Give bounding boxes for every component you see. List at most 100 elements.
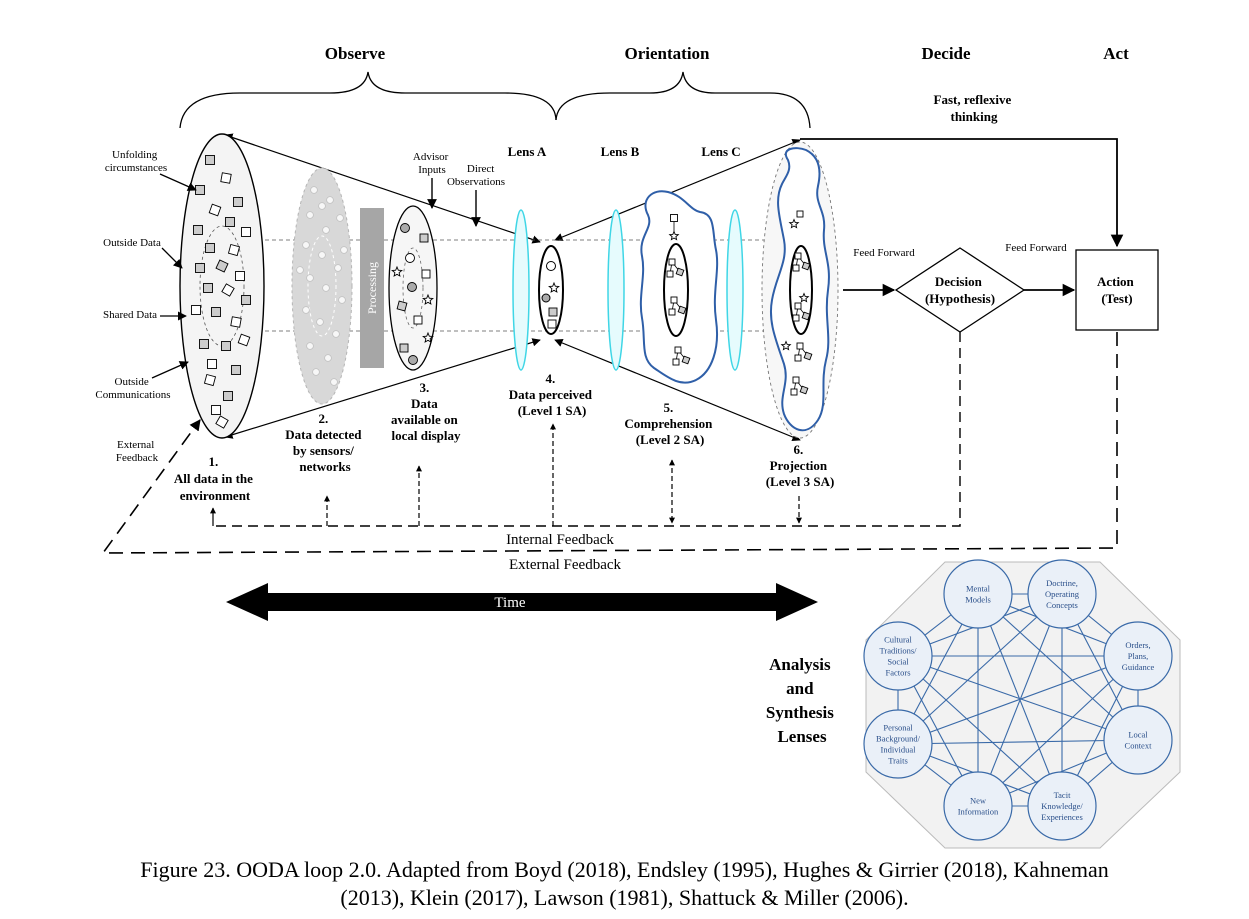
lens-node-line: Operating [1045, 589, 1080, 599]
data-square [666, 270, 674, 278]
lens-node-line: Mental [966, 584, 991, 594]
data-square [803, 351, 813, 361]
sensor-inner-ellipse [307, 235, 337, 337]
sensor-items [296, 186, 348, 386]
lens-node-line: Information [958, 807, 999, 817]
sensor-dot [326, 196, 334, 204]
lens-a-label: Lens A [508, 144, 547, 159]
lens-node [863, 621, 933, 691]
data-square [792, 314, 800, 322]
lens-node [1103, 621, 1173, 691]
lens-c [726, 209, 744, 371]
lens-node-line: Models [965, 595, 991, 605]
data-square [195, 263, 205, 273]
data-square [548, 307, 558, 317]
sensor-dot [338, 296, 346, 304]
lens-node-line: Concepts [1046, 600, 1078, 610]
data-square [794, 252, 802, 260]
sensor-dot [340, 246, 348, 254]
data-square [211, 307, 221, 317]
data-square [413, 315, 423, 325]
lens-network-octagon [865, 561, 1181, 849]
lens-node [863, 709, 933, 779]
data-square [191, 305, 201, 315]
data-square [801, 311, 811, 321]
figure-caption: Figure 23. OODA loop 2.0. Adapted from B… [0, 856, 1249, 912]
lens-node-line: Knowledge/ [1041, 801, 1083, 811]
stage-4-label: 4. Data perceived (Level 1 SA) [509, 371, 595, 418]
data-square [203, 283, 213, 293]
lens-node-line: Cultural [884, 635, 912, 645]
processing-label: Processing [365, 262, 379, 314]
data-square [668, 308, 676, 316]
data-square [221, 341, 231, 351]
data-square [207, 359, 217, 369]
cone2-bottom-line [554, 338, 801, 442]
data-square [419, 233, 429, 243]
shared-data-label: Shared Data [103, 309, 157, 321]
data-square [237, 333, 251, 347]
lens-node-line: Personal [883, 723, 913, 733]
lens-node-line: Traditions/ [879, 646, 917, 656]
lens-node-line: Factors [885, 668, 910, 678]
network-link [897, 655, 1063, 807]
lens-node [1103, 705, 1173, 775]
action-box [1075, 249, 1159, 331]
data-square [221, 283, 235, 297]
data-square [396, 300, 408, 312]
sensor-dot [310, 186, 318, 194]
stage-5-label: 5. Comprehension (Level 2 SA) [624, 400, 715, 447]
perceived-items [541, 261, 560, 329]
network-link [897, 655, 1139, 741]
time-arrow [226, 583, 818, 621]
data-square [215, 415, 229, 429]
sensor-dot [302, 306, 310, 314]
lens-node [943, 771, 1013, 841]
sensor-dot [306, 274, 314, 282]
lens-node-line: Background/ [876, 734, 921, 744]
phase-act: Act [1103, 44, 1129, 63]
internal-feedback-label: Internal Feedback [506, 532, 614, 548]
data-square [241, 295, 251, 305]
direct-observations-label: Direct Observations [447, 163, 505, 188]
data-star [798, 292, 810, 303]
data-square [668, 258, 676, 266]
data-square [675, 267, 685, 277]
lens-b-label: Lens B [601, 144, 640, 159]
data-circle [407, 282, 417, 292]
stage-1-label: 1. All data in the environment [174, 454, 256, 503]
network-link [977, 593, 1139, 741]
observe-brace [179, 71, 557, 129]
data-square [674, 346, 682, 354]
external-feedback-input-label: External Feedback [116, 439, 159, 464]
outside-comms-label: Outside Communications [95, 376, 170, 401]
lens-node-line: Traits [888, 756, 908, 766]
phase-decide: Decide [921, 44, 971, 63]
data-square [205, 155, 215, 165]
data-square [205, 243, 215, 253]
lens-node-line: Context [1125, 741, 1153, 751]
data-square [399, 343, 409, 353]
lens-c-label: Lens C [701, 144, 740, 159]
sensor-dot [296, 266, 304, 274]
data-square [227, 243, 241, 257]
data-square [235, 271, 245, 281]
data-square [199, 339, 209, 349]
caption-line-1: Figure 23. OODA loop 2.0. Adapted from B… [140, 857, 1109, 882]
network-link [897, 739, 1139, 745]
sensor-dot [336, 214, 344, 222]
data-star [422, 331, 434, 343]
lens-node-line: Guidance [1122, 662, 1155, 672]
local-display-items [391, 223, 434, 365]
lens-node-line: Individual [881, 745, 917, 755]
data-square [211, 405, 221, 415]
sensor-dot [306, 211, 314, 219]
cone-bottom-line [224, 338, 541, 439]
data-square [670, 296, 678, 304]
sensor-dot [324, 354, 332, 362]
data-square [195, 185, 205, 195]
